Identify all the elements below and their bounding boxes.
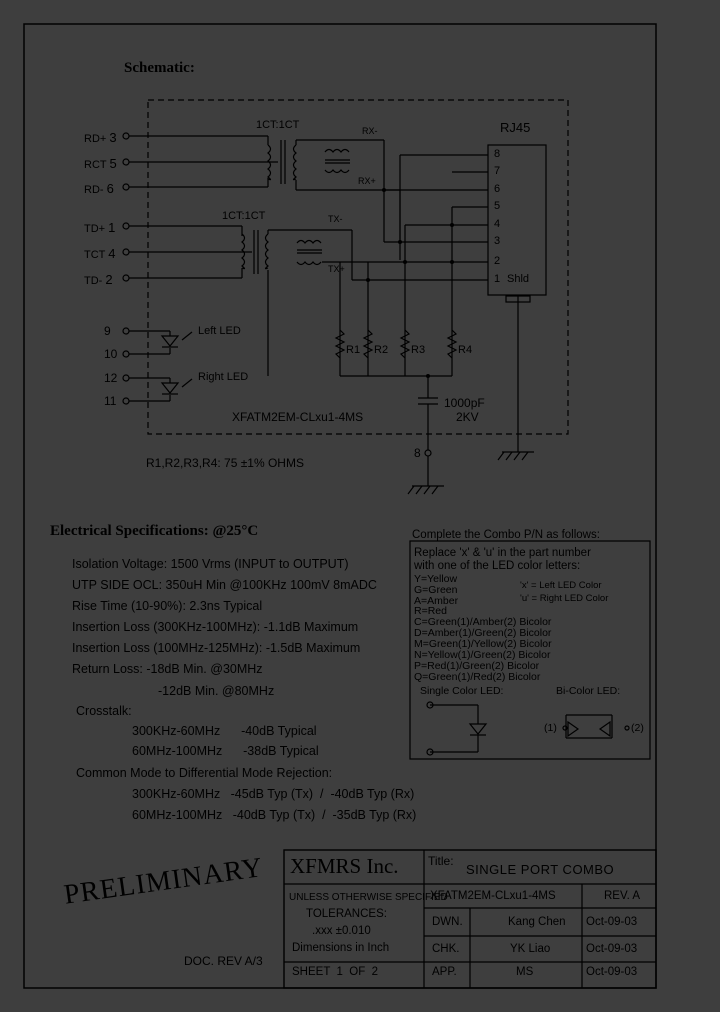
spec-crosstalk-1: 300KHz-60MHz -40dB Typical <box>132 724 317 738</box>
app-name: MS <box>516 966 534 978</box>
title-label: Title: <box>428 854 454 868</box>
rj45-pin-4: 4 <box>494 218 501 230</box>
combo-x-note: 'x' = Left LED Color <box>520 580 602 591</box>
spec-insertion-loss-1: Insertion Loss (300KHz-100MHz): -1.1dB M… <box>72 620 359 634</box>
led-pin-9: 9 <box>104 324 111 338</box>
cap-voltage: 2KV <box>456 410 479 424</box>
dwn-date: Oct-09-03 <box>586 916 638 928</box>
app-date: Oct-09-03 <box>586 966 638 978</box>
combo-color-p: P=Red(1)/Green(2) Bicolor <box>414 660 540 672</box>
cap-value: 1000pF <box>444 396 485 410</box>
rj45-pin-8: 8 <box>494 148 501 160</box>
spec-ocl: UTP SIDE OCL: 350uH Min @100KHz 100mV 8m… <box>72 578 377 592</box>
chk-name: YK Liao <box>510 943 551 955</box>
spec-return-loss-2: -12dB Min. @80MHz <box>158 684 275 698</box>
title-block-part-number: XFATM2EM-CLxu1-4MS <box>430 890 556 902</box>
drawing-title: SINGLE PORT COMBO <box>466 862 615 877</box>
rj45-shld-label: Shld <box>507 273 530 285</box>
led-pin-12: 12 <box>104 371 118 385</box>
pin-rd-plus: RD+ 3 <box>84 130 117 145</box>
rj45-pin-7: 7 <box>494 165 501 177</box>
combo-intro-2: with one of the LED color letters: <box>414 560 581 572</box>
tolerance-value: .xxx ±0.010 <box>312 925 371 937</box>
resistor-r4: R4 <box>458 344 473 356</box>
rj45-pin-1: 1 <box>494 273 501 285</box>
tolerance-header: UNLESS OTHERWISE SPECIFIED <box>289 892 448 903</box>
transformer-ratio-bottom: 1CT:1CT <box>222 210 266 222</box>
combo-color-c: C=Green(1)/Amber(2) Bicolor <box>414 616 552 628</box>
transformer-ratio-top: 1CT:1CT <box>256 119 300 131</box>
combo-color-d: D=Amber(1)/Green(2) Bicolor <box>414 627 552 639</box>
combo-header: Complete the Combo P/N as follows: <box>412 529 600 541</box>
rj45-pin-3: 3 <box>494 235 501 247</box>
combo-color-g: G=Green <box>414 584 458 596</box>
doc-revision: DOC. REV A/3 <box>184 954 263 968</box>
resistor-r3: R3 <box>411 344 426 356</box>
revision: REV. A <box>604 890 641 902</box>
combo-color-m: M=Green(1)/Yellow(2) Bicolor <box>414 638 552 650</box>
resistor-note: R1,R2,R3,R4: 75 ±1% OHMS <box>146 456 304 470</box>
rj45-label: RJ45 <box>500 120 531 135</box>
bicolor-2-label: (2) <box>631 722 644 734</box>
tolerances-label: TOLERANCES: <box>306 908 387 920</box>
pin-rct: RCT 5 <box>84 156 117 171</box>
rx-plus-label: RX+ <box>358 176 376 186</box>
module-part-number: XFATM2EM-CLxu1-4MS <box>232 410 364 424</box>
led-pin-11: 11 <box>104 394 117 408</box>
chk-label: CHK. <box>432 943 460 955</box>
combo-color-y: Y=Yellow <box>414 573 458 585</box>
rj45-pin-2: 2 <box>494 255 501 267</box>
company-name: XFMRS Inc. <box>290 854 399 878</box>
tx-plus-label: TX+ <box>328 264 345 274</box>
bicolor-led-label: Bi-Color LED: <box>556 685 621 697</box>
spec-rise-time: Rise Time (10-90%): 2.3ns Typical <box>72 599 263 613</box>
electrical-heading: Electrical Specifications: @25°C <box>50 523 259 539</box>
bicolor-1-label: (1) <box>544 722 557 734</box>
pin-td-minus: TD- 2 <box>84 272 113 287</box>
spec-insertion-loss-2: Insertion Loss (100MHz-125MHz): -1.5dB M… <box>72 641 361 655</box>
spec-crosstalk-2: 60MHz-100MHz -38dB Typical <box>132 744 319 758</box>
combo-u-note: 'u' = Right LED Color <box>520 593 609 604</box>
combo-color-r: R=Red <box>414 605 447 617</box>
single-color-led-label: Single Color LED: <box>420 685 504 697</box>
resistor-r2: R2 <box>374 344 389 356</box>
spec-crosstalk: Crosstalk: <box>76 704 132 718</box>
rj45-pin-6: 6 <box>494 183 501 195</box>
spec-return-loss-1: Return Loss: -18dB Min. @30MHz <box>72 662 263 676</box>
dimensions-note: Dimensions in Inch <box>292 942 390 954</box>
app-label: APP. <box>432 966 457 978</box>
combo-color-n: N=Yellow(1)/Green(2) Bicolor <box>414 649 551 661</box>
combo-intro-1: Replace 'x' & 'u' in the part number <box>414 547 591 559</box>
sheet-number: SHEET 1 OF 2 <box>292 966 379 978</box>
spec-cmdm-1: 300KHz-60MHz -45dB Typ (Tx) / -40dB Typ … <box>132 787 415 801</box>
rj45-pin-5: 5 <box>494 200 501 212</box>
led-pin-10: 10 <box>104 347 118 361</box>
tx-minus-label: TX- <box>328 214 343 224</box>
dwn-label: DWN. <box>432 916 463 928</box>
dwn-name: Kang Chen <box>508 916 566 928</box>
resistor-r1: R1 <box>346 344 361 356</box>
rx-minus-label: RX- <box>362 126 378 136</box>
combo-color-a: A=Amber <box>414 595 459 607</box>
spec-isolation: Isolation Voltage: 1500 Vrms (INPUT to O… <box>72 557 349 571</box>
ground-pin-8: 8 <box>414 446 421 460</box>
schematic-title: Schematic: <box>124 60 195 76</box>
left-led-label: Left LED <box>198 325 241 337</box>
right-led-label: Right LED <box>198 371 249 383</box>
spec-cmdm-heading: Common Mode to Differential Mode Rejecti… <box>76 766 333 780</box>
combo-color-q: Q=Green(1)/Red(2) Bicolor <box>414 671 541 683</box>
pin-td-plus: TD+ 1 <box>84 220 116 235</box>
pin-rd-minus: RD- 6 <box>84 181 114 196</box>
pin-tct: TCT 4 <box>84 246 116 261</box>
spec-cmdm-2: 60MHz-100MHz -40dB Typ (Tx) / -35dB Typ … <box>132 808 417 822</box>
chk-date: Oct-09-03 <box>586 943 638 955</box>
